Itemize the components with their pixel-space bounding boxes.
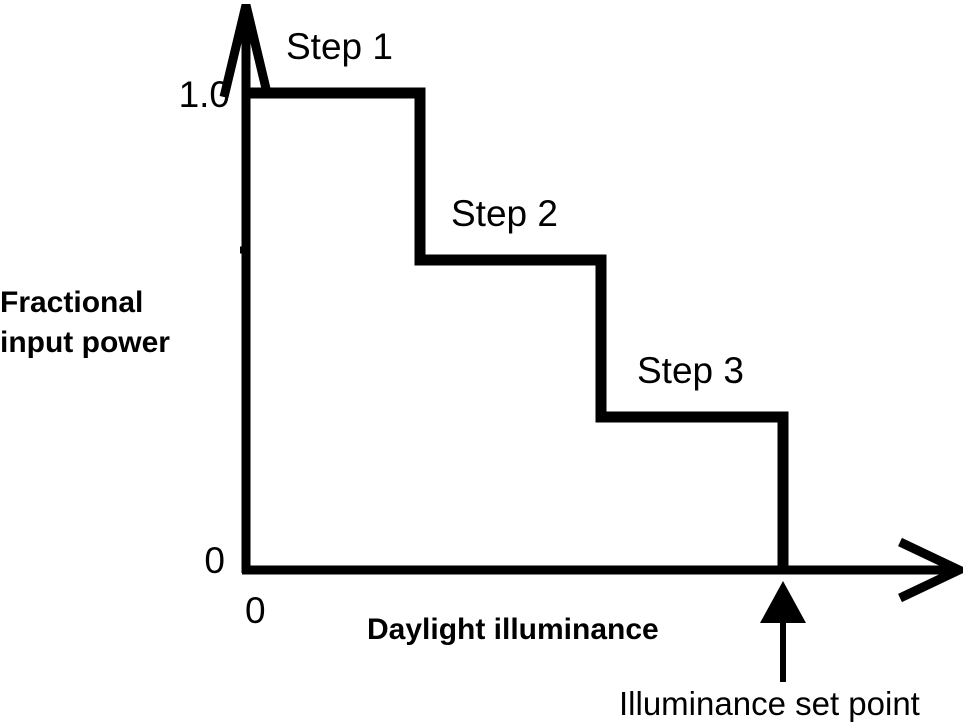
- step-1-label: Step 1: [286, 26, 393, 67]
- setpoint-annotation-label: Illuminance set point: [619, 685, 920, 722]
- y-tick-label-0: 0: [204, 540, 225, 581]
- y-axis-title-line-1: Fractional: [0, 286, 144, 319]
- x-tick-label-0: 0: [245, 590, 266, 631]
- arrow-up-icon: [219, 3, 273, 99]
- y-axis-title: Fractional input power: [0, 283, 230, 362]
- arrow-up-solid-icon: [760, 581, 806, 682]
- arrow-right-icon: [898, 537, 963, 603]
- x-axis-title: Daylight illuminance: [367, 613, 659, 646]
- step-3-label: Step 3: [637, 350, 744, 391]
- y-axis-title-line-2: input power: [0, 325, 170, 359]
- step-2-label: Step 2: [451, 193, 558, 234]
- step-response-curve: [246, 87, 789, 572]
- y-tick-label-1: 1.0: [178, 74, 230, 115]
